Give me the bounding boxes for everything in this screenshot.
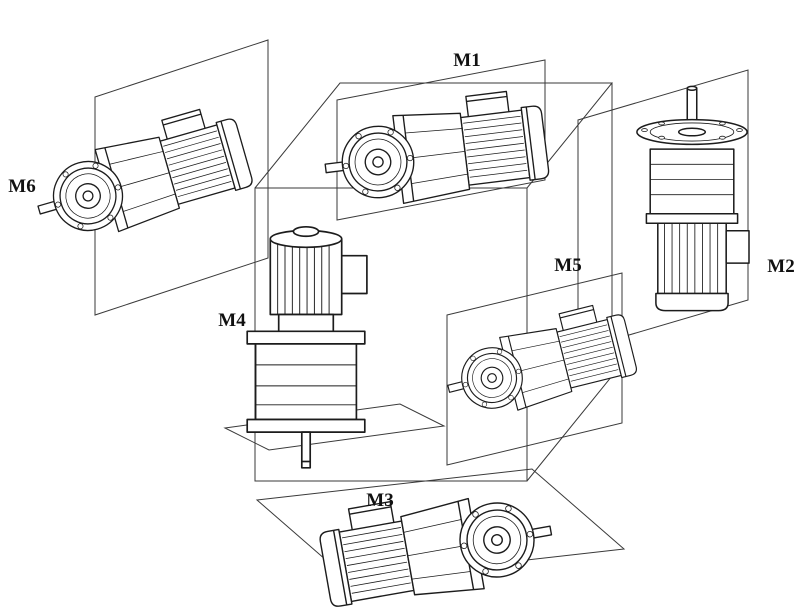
label-m5: M5 — [554, 255, 581, 276]
mounting-plane-m6 — [94, 39, 269, 316]
gearmotor-m6-illustration — [24, 100, 257, 252]
gearmotor-m4-illustration — [246, 225, 368, 469]
gearmotor-m3-illustration — [314, 474, 560, 613]
mounting-plane-m1 — [336, 59, 546, 221]
label-m6: M6 — [8, 176, 35, 197]
label-m2: M2 — [767, 256, 794, 277]
gearmotor-m5-illustration — [436, 298, 640, 426]
label-m3: M3 — [366, 490, 393, 511]
gearmotor-m1-illustration — [318, 86, 552, 213]
mounting-plane-m3 — [255, 468, 626, 581]
label-m1: M1 — [453, 50, 480, 71]
label-m4: M4 — [218, 310, 246, 331]
mounting-plane-m5 — [446, 272, 623, 466]
gearmotor-m2-illustration — [636, 85, 750, 312]
